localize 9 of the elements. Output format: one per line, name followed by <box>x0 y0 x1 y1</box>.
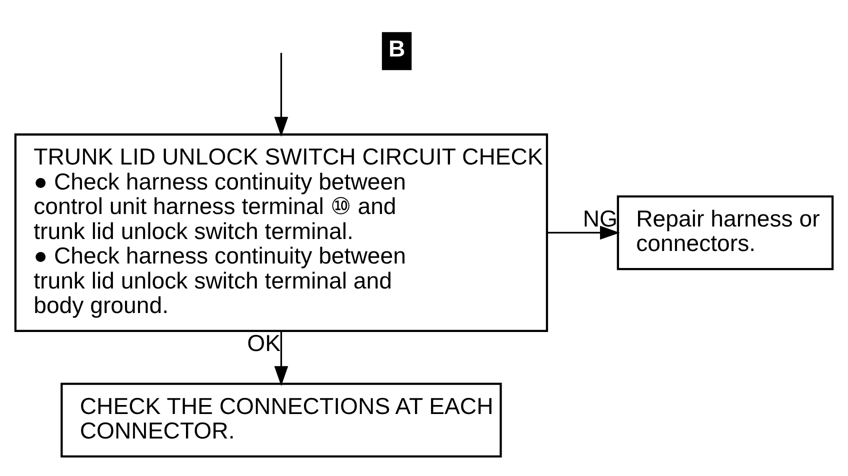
node-box: TRUNK LID UNLOCK SWITCH CIRCUIT CHECK ● Check harness continuity between control unit harness terminal ⑩ and trunk lid unlock switch terminal. ● Check harness continuity between trunk lid unlock switch terminal and body ground. <box>14 132 548 332</box>
edge-label: OK <box>247 329 281 356</box>
arrow <box>547 225 620 240</box>
arrow <box>274 52 288 136</box>
edge-label: NG <box>582 204 618 231</box>
label: B <box>388 34 406 61</box>
node-box: CHECK THE CONNECTIONS AT EACH CONNECTOR. <box>60 382 502 457</box>
node-box: Repair harness or connectors. <box>616 194 834 270</box>
arrow <box>274 330 288 386</box>
